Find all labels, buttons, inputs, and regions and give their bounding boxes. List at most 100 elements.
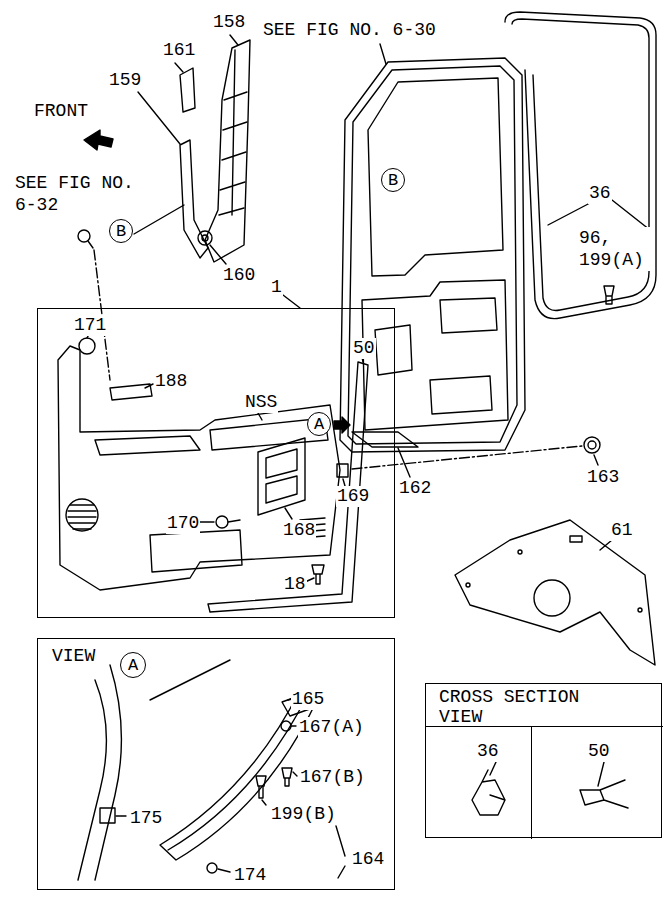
clip [198,231,212,245]
leader-line [258,413,262,420]
leader-line [283,295,300,308]
speaker-hatch [68,505,96,529]
callout-number: 188 [154,371,188,392]
screw [78,230,90,242]
view-arrow [334,417,350,433]
leader-line [594,455,598,465]
leader-line [612,200,650,230]
bracket-line [336,826,345,878]
callout-label: 96, 199(A) [578,227,652,271]
leader-line [138,92,180,144]
callout-label: 159 [108,70,142,91]
callout-label: 168 [282,520,316,541]
screw-shaft [88,241,93,248]
door-pocket [150,530,242,572]
callout-label: SEE FIG NO. 6-30 [262,20,437,41]
callout-label: FRONT [33,101,89,122]
clip [282,768,292,786]
screw-shaft [228,520,240,522]
bracket [110,384,152,400]
callout-number: 36 [476,741,500,762]
leader-line [291,725,296,726]
grommet [588,441,596,449]
water-shield [455,520,655,665]
door-cutout [375,298,497,414]
section-table: CROSS SECTION VIEW3650 [425,683,662,838]
view-marker: A [307,412,331,436]
callout-number: NSS [244,392,278,413]
door-trim-area [362,280,508,430]
leader-line [398,448,410,477]
callout-number: 50 [587,741,611,762]
shield-hole [534,580,570,616]
corner-piece [180,68,195,112]
callout-label: 162 [398,478,432,499]
detail-box: 171 188NSS 50 18 [37,308,395,618]
window-opening [368,78,503,276]
callout-label: 158 [212,12,246,33]
leader-line [490,762,496,775]
plug [79,338,95,354]
callout-label: 160 [222,265,256,286]
section-cell: 50 [531,726,663,839]
leader-line [116,815,126,816]
leader-line [87,336,88,338]
reference-marker: B [381,168,405,192]
callout-number: 50 [352,338,376,359]
callout-number: 174 [233,865,267,886]
view-box: VIEW165167(A)167(B)199(B)175174164A [37,638,395,890]
clip [604,286,614,304]
leader-line [262,800,266,805]
marker-letter: A [314,416,324,433]
leader-line [293,772,297,776]
grommet [584,437,600,453]
shield-dot [518,550,522,554]
leader-line [210,245,226,264]
section-cell: 36 [426,726,531,839]
door-inner [348,66,517,444]
door-outline [340,58,525,452]
plate [352,432,418,447]
front-arrow [84,130,113,150]
callout-number: 164 [351,849,385,870]
marker-letter: A [128,657,138,674]
leader-line [230,35,238,45]
screw [216,516,228,528]
armrest [95,418,328,455]
callout-number: 175 [129,808,163,829]
leader-line [548,203,590,225]
door-edge [150,660,230,700]
leader-line [343,479,345,486]
clip [100,808,115,823]
shield-dot [638,608,642,612]
callout-label: 1 [270,277,283,298]
wheel-cover [160,690,318,860]
shield-tab [570,536,582,542]
callout-number: 165 [291,689,325,710]
leader-line [200,521,214,522]
screw [207,863,217,873]
leader-line [285,508,292,519]
seal-profile [472,770,505,815]
reference-marker: B [109,219,133,243]
trim-panel [205,40,250,262]
callout-label: 61 [610,520,634,541]
callout-number: 171 [73,315,107,336]
clip [312,565,324,584]
callout-number: VIEW [51,646,96,667]
leader-line [218,869,230,872]
shield-dot [466,583,470,587]
view-marker: A [120,652,146,678]
leader-line [145,384,153,388]
clip [256,776,266,798]
callout-number: 167(B) [299,767,366,788]
callout-number: 18 [283,574,307,595]
door-trim-board [58,346,340,590]
callout-label: 163 [586,467,620,488]
callout-label: 169 [336,486,370,507]
clip [337,464,348,477]
seal-strip [180,140,208,258]
wheel-cover [168,694,308,850]
leader-line [598,762,604,786]
